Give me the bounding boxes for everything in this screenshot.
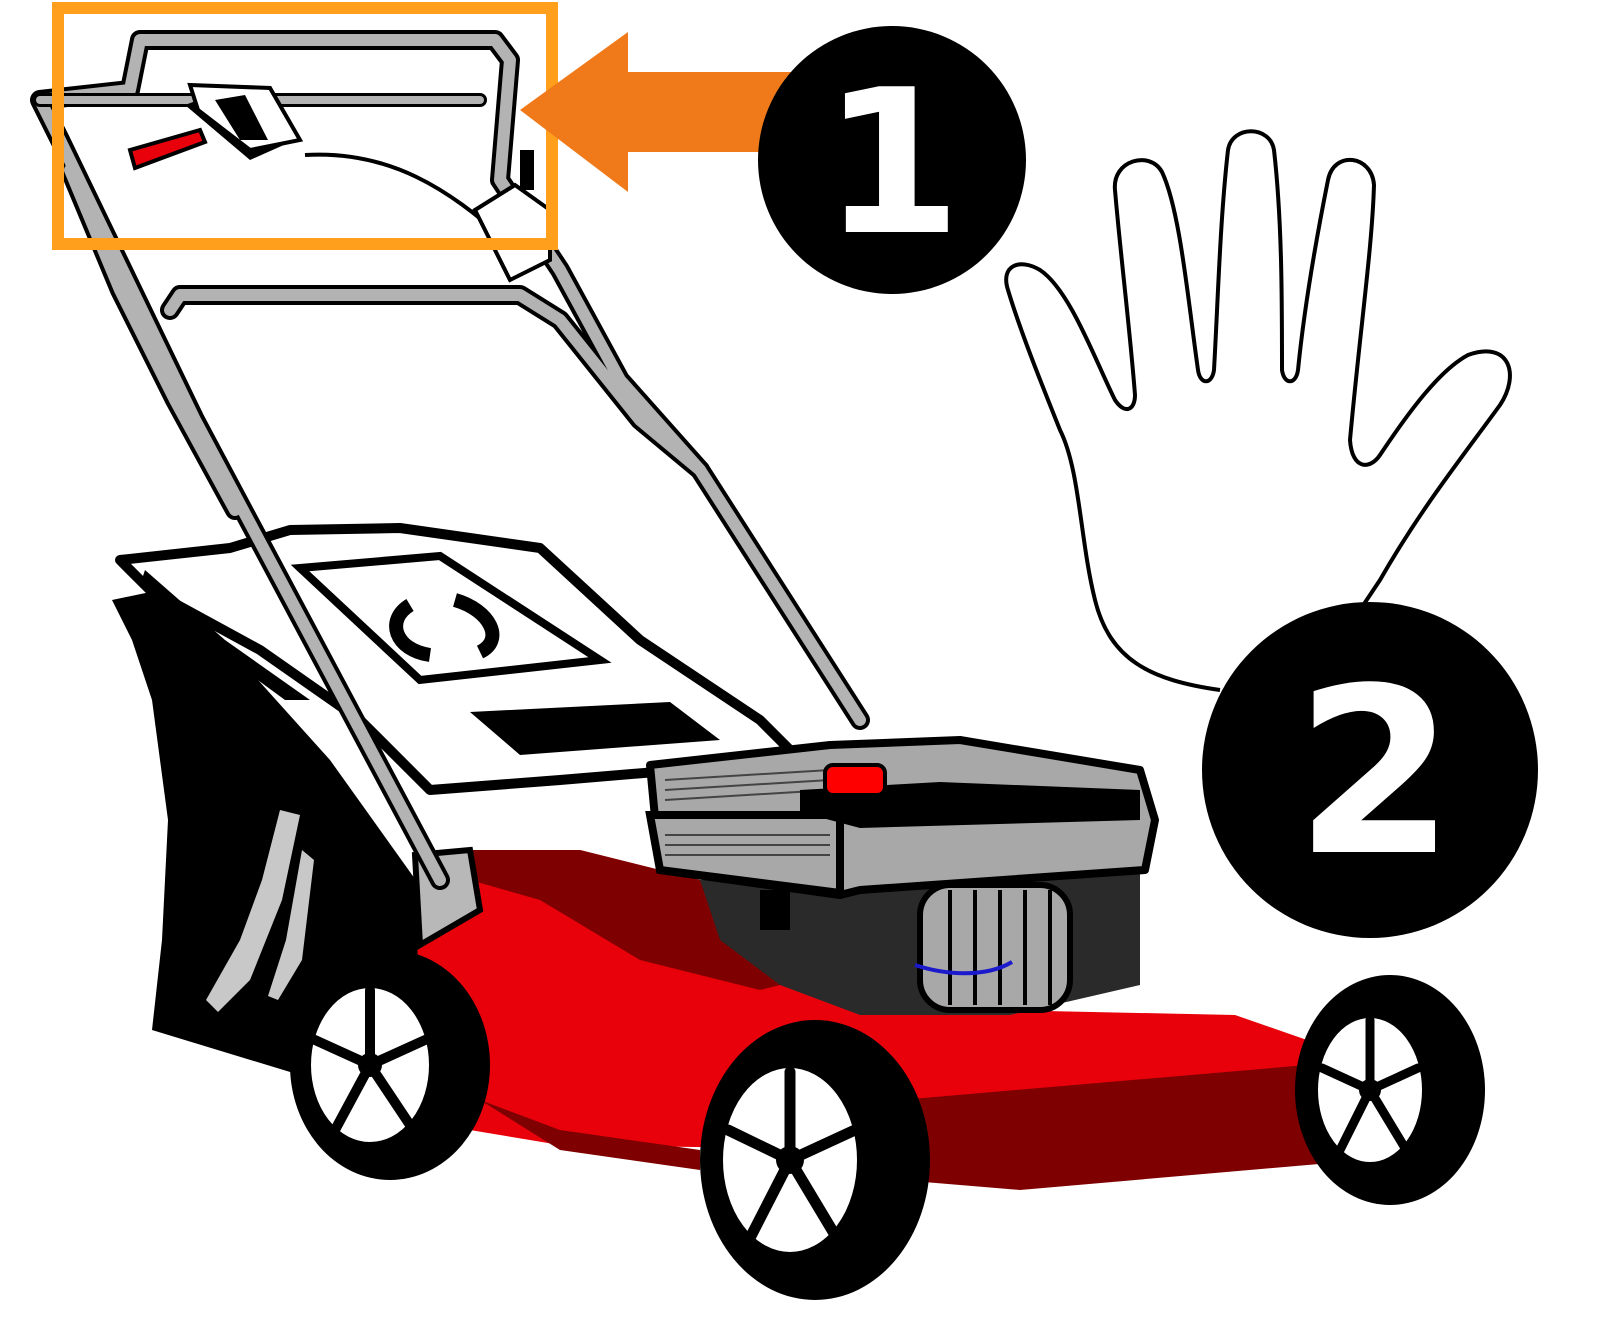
starter-drum: [917, 882, 1073, 1013]
pull-cord: [914, 960, 1014, 976]
cover-panel: [290, 551, 612, 685]
grass-bag-highlight: [206, 810, 300, 1012]
engine-top-panel: [800, 782, 1140, 828]
step-2-badge: 2: [1202, 602, 1538, 938]
deck-side-dark: [480, 1100, 700, 1170]
fuel-cap: [823, 763, 887, 797]
front-left-wheel: [700, 1020, 930, 1300]
open-hand-icon: [1004, 129, 1512, 692]
cover-stripe-2: [470, 702, 720, 755]
step-2-number: 2: [1295, 640, 1455, 907]
step-1-badge: 1: [758, 26, 1026, 294]
lawn-mower-icon: [30, 30, 1485, 1300]
grass-bag-highlight-2: [268, 850, 314, 1000]
rear-left-wheel: [290, 950, 490, 1180]
front-right-wheel: [1295, 975, 1485, 1205]
cover-logo: [389, 593, 500, 662]
starter-ribs: [948, 890, 1052, 1005]
engine-bracket: [760, 890, 790, 930]
control-cable: [304, 152, 507, 242]
deck-front-lip: [900, 1060, 1365, 1190]
step-1-number: 1: [822, 47, 961, 280]
cover-stripe-1: [140, 570, 310, 700]
left-arrow-icon: [520, 32, 805, 192]
throttle-box: [472, 182, 552, 283]
engine-vents: [664, 769, 831, 856]
red-lever: [127, 127, 208, 171]
brake-lever-slot: [215, 95, 268, 140]
deck-shadow: [440, 850, 800, 990]
throttle-knob: [520, 150, 534, 190]
